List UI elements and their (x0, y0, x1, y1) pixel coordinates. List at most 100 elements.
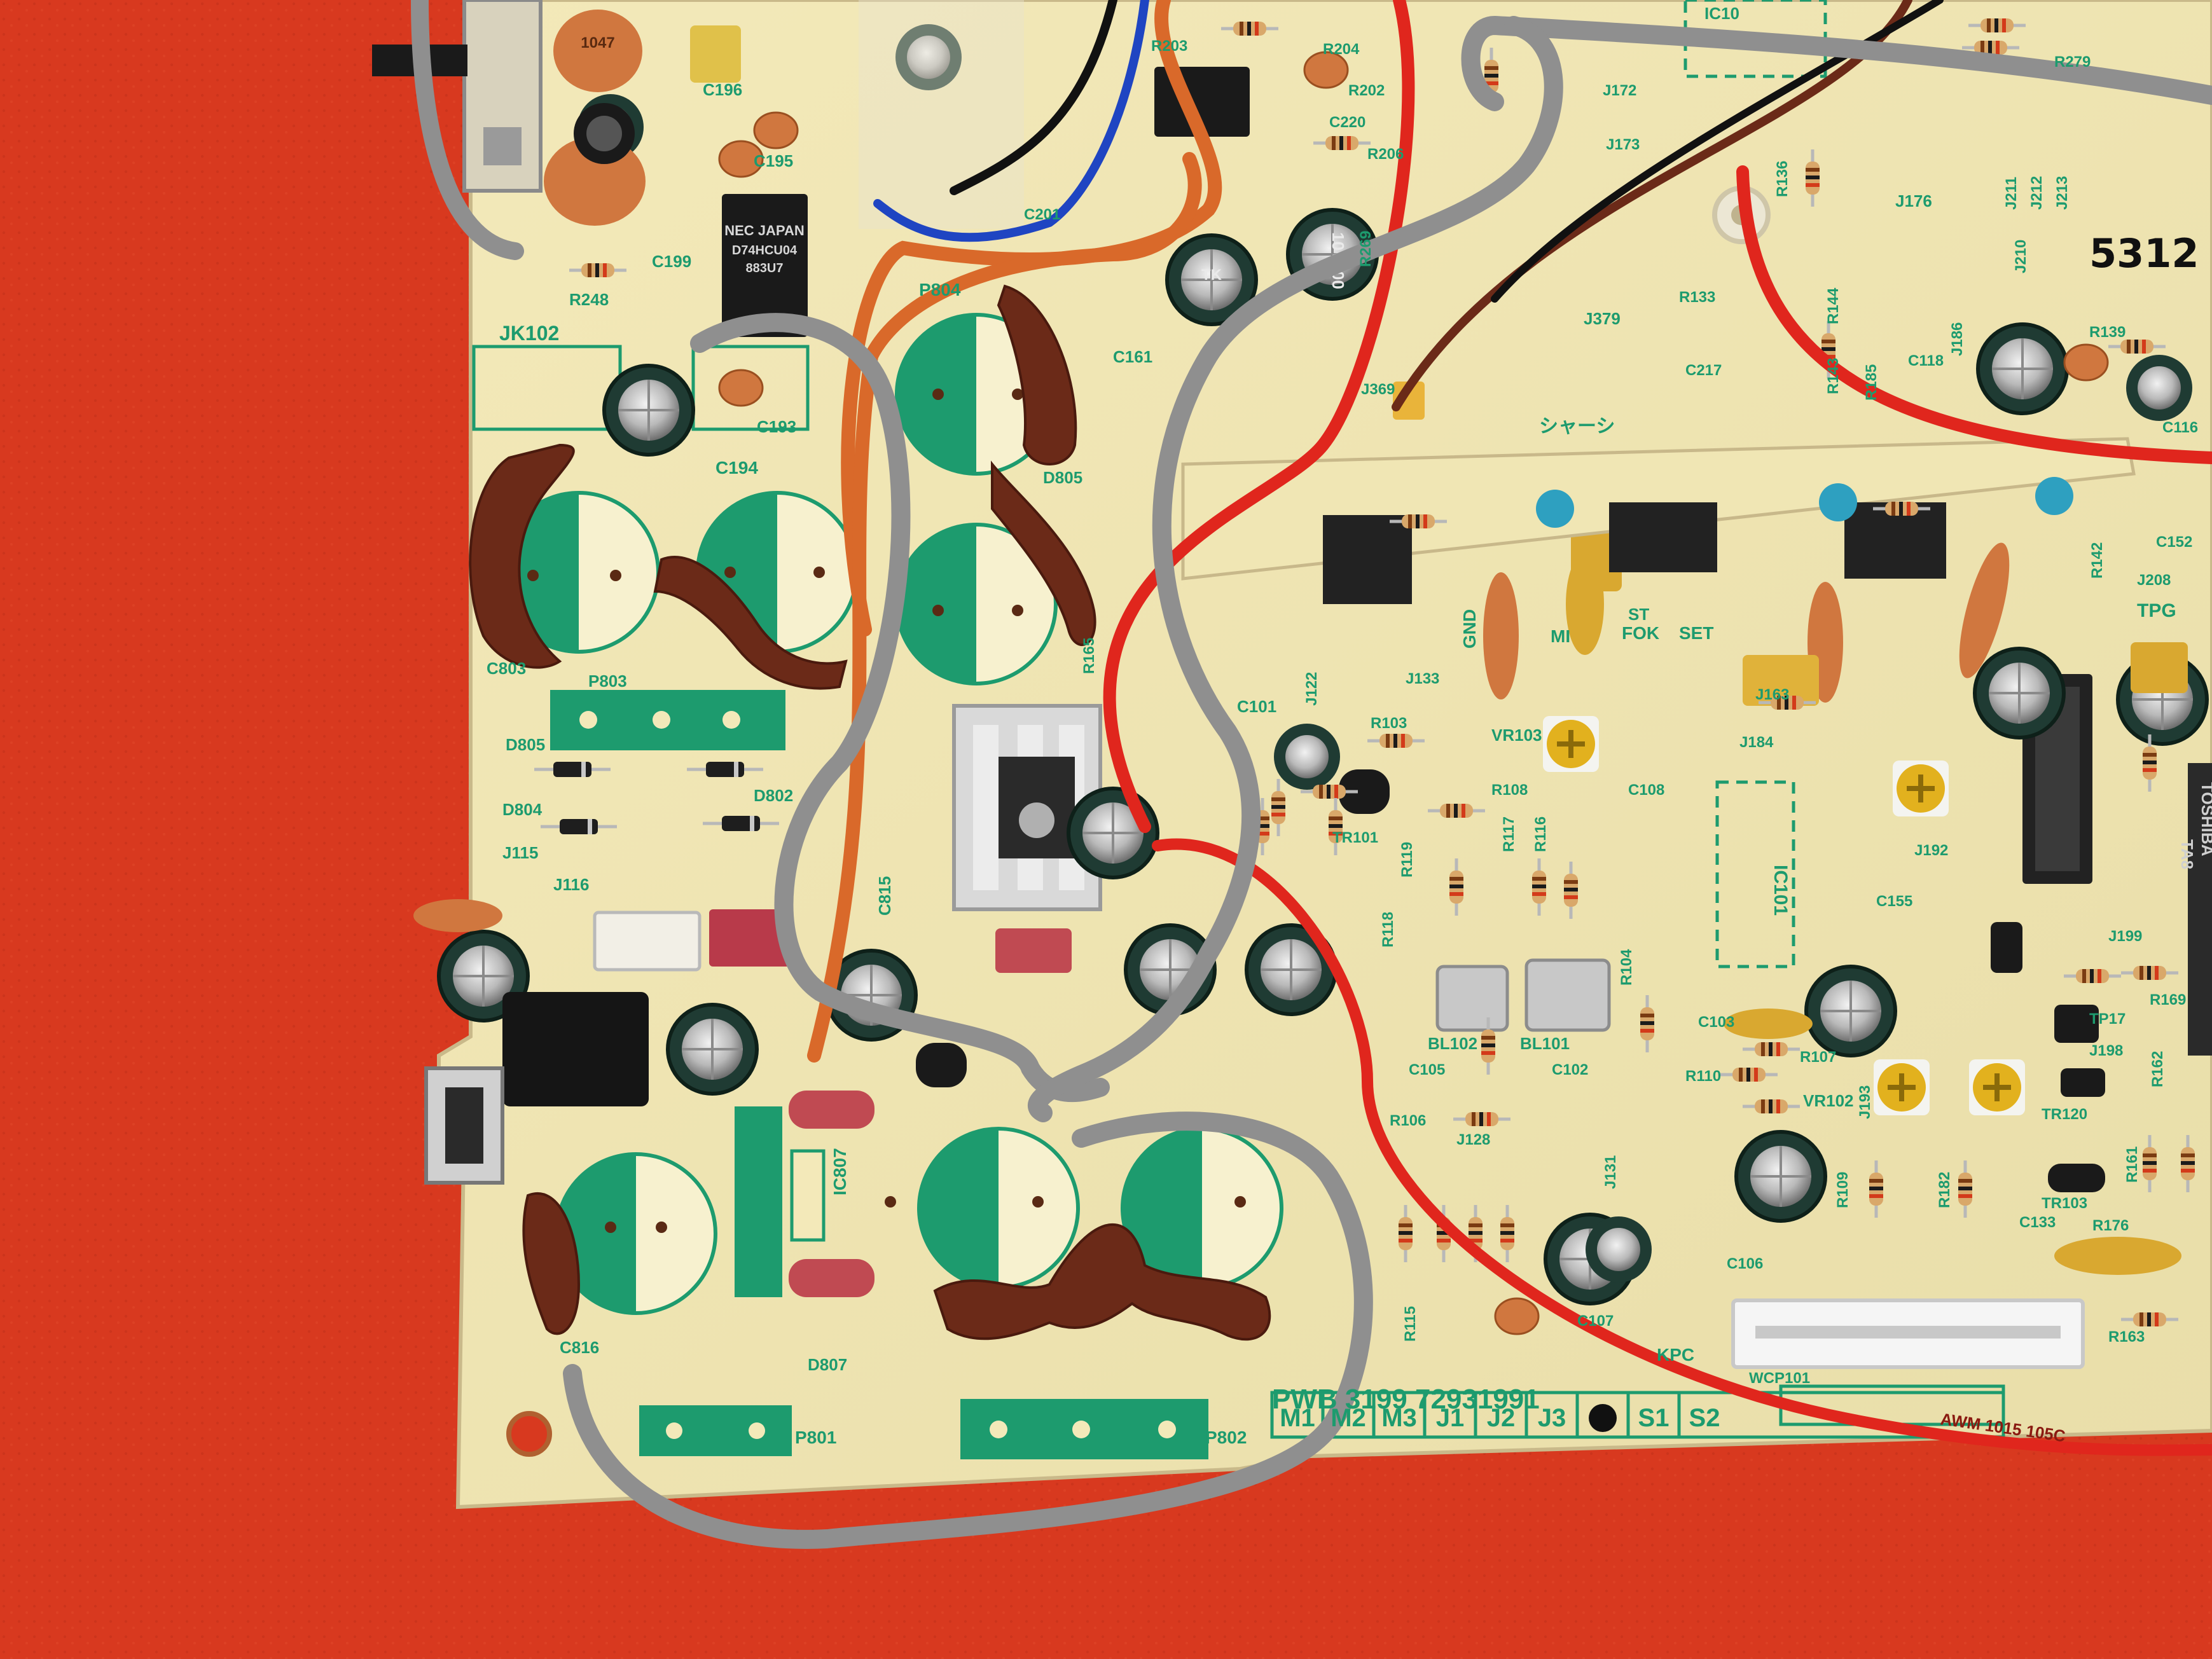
label-j213: J213 (2054, 176, 2071, 210)
label-c217: C217 (1685, 362, 1722, 379)
label-p801: P801 (795, 1428, 836, 1447)
label-ic101: IC101 (1770, 865, 1791, 916)
label-d807: D807 (808, 1355, 847, 1374)
jumper-row-labels: M1 M2 M3 J1 J2 J3 S1 S2 (1280, 1404, 1720, 1432)
label-j212: J212 (2028, 176, 2045, 210)
handwritten-number: 5312 (2089, 230, 2199, 277)
label-bl102: BL102 (1428, 1034, 1477, 1053)
label-c803: C803 (487, 659, 526, 678)
label-r136: R136 (1774, 161, 1791, 197)
daughter-st-label: ST (1628, 605, 1649, 624)
label-c196: C196 (703, 80, 742, 99)
jumper-m1: M1 (1280, 1404, 1315, 1432)
terminal-strips (550, 690, 1208, 1459)
label-r204: R204 (1323, 41, 1360, 58)
silkscreen-labels: JK102 C196 C195 C199 R248 C193 C194 C803… (487, 4, 2198, 1447)
daughter-set-label: SET (1679, 623, 1713, 643)
label-j172: J172 (1603, 82, 1636, 99)
label-r108: R108 (1491, 781, 1528, 799)
label-tr103: TR103 (2042, 1195, 2087, 1212)
label-c152: C152 (2156, 533, 2192, 551)
label-c118: C118 (1908, 352, 1944, 369)
jumper-j3: J3 (1538, 1404, 1566, 1432)
label-j116: J116 (553, 875, 589, 894)
label-r169: R169 (2150, 991, 2186, 1008)
label-r182: R182 (1936, 1172, 1953, 1208)
daughter-mi-label: MI (1551, 626, 1570, 646)
label-c195: C195 (754, 151, 793, 170)
label-c108: C108 (1628, 781, 1664, 799)
label-d805b: D805 (1043, 468, 1082, 487)
label-r119: R119 (1399, 842, 1416, 878)
label-c106: C106 (1727, 1255, 1763, 1272)
daughter-gnd-label: GND (1460, 609, 1479, 649)
label-r162: R162 (2149, 1051, 2166, 1087)
label-c161: C161 (1113, 347, 1152, 366)
label-j184: J184 (1739, 734, 1774, 751)
label-j131: J131 (1602, 1155, 1619, 1189)
label-r163: R163 (2108, 1328, 2145, 1346)
label-r106: R106 (1390, 1112, 1426, 1129)
label-j379: J379 (1584, 309, 1621, 328)
mounting-hole (506, 1411, 552, 1457)
label-j186: J186 (1949, 322, 1966, 356)
slide-switch (372, 0, 1024, 229)
jumper-j1: J1 (1436, 1404, 1465, 1432)
label-r107: R107 (1800, 1049, 1836, 1066)
label-j124: J122 (1303, 672, 1320, 706)
label-p804: P804 (919, 280, 961, 299)
label-j211: J211 (2003, 177, 2020, 210)
label-r202: R202 (1348, 82, 1385, 99)
label-r133: R133 (1679, 289, 1715, 306)
ceramic-capacitors: 1047 (413, 10, 2188, 1335)
connectors (593, 382, 2085, 1369)
transistors (916, 769, 2105, 1192)
cap-tk-mark: TK (1201, 266, 1222, 284)
label-c816: C816 (560, 1338, 599, 1357)
label-c199: C199 (652, 252, 691, 271)
label-j198: J198 (2089, 1042, 2123, 1059)
label-j192: J192 (1914, 842, 1948, 859)
label-vr103: VR103 (1491, 726, 1542, 745)
jumper-s1: S1 (1638, 1404, 1669, 1432)
label-r143: R143 (1825, 358, 1842, 394)
label-j199: J199 (2108, 928, 2142, 945)
label-r279: R279 (2054, 53, 2091, 71)
label-r110: R110 (1685, 1068, 1721, 1085)
ic-nec-label: NEC JAPAN (724, 223, 805, 238)
label-r117: R117 (1500, 816, 1517, 852)
glue-blobs (469, 284, 1271, 1341)
label-chassis-jp: シャーシ (1539, 416, 1615, 437)
jumper-j2: J2 (1487, 1404, 1516, 1432)
shield-cans (1435, 958, 1611, 1032)
label-r176: R176 (2092, 1217, 2129, 1234)
label-j133: J133 (1406, 670, 1439, 687)
label-c102: C102 (1552, 1061, 1588, 1078)
label-tp17: TP17 (2089, 1010, 2126, 1028)
label-j210: J210 (2012, 240, 2029, 273)
jumper-s2: S2 (1689, 1404, 1720, 1432)
jumper-m3: M3 (1381, 1404, 1417, 1432)
label-d804: D804 (502, 800, 543, 819)
ceramic-1047-mark: 1047 (581, 34, 614, 52)
label-r103: R103 (1371, 715, 1407, 732)
label-j122: R165 (1081, 638, 1098, 674)
label-r269: R269 (1357, 231, 1374, 267)
label-c133: C133 (2019, 1214, 2056, 1231)
label-c103: C103 (1698, 1014, 1734, 1031)
label-c201: C201 (1024, 206, 1060, 223)
jumper-m2: M2 (1331, 1404, 1366, 1432)
label-r185: R185 (1863, 364, 1880, 401)
label-c101: C101 (1237, 697, 1276, 716)
toshiba-label: TOSHIBA (2198, 782, 2212, 857)
label-c220: C220 (1329, 114, 1365, 131)
label-r144: R144 (1825, 287, 1842, 324)
label-c105: C105 (1409, 1061, 1445, 1078)
label-r115: R115 (1402, 1306, 1419, 1342)
label-r248: R248 (569, 290, 609, 309)
label-tr101: TR101 (1332, 829, 1378, 846)
label-r104: R104 (1618, 949, 1635, 986)
label-r118: R118 (1379, 912, 1397, 947)
label-c194: C194 (715, 458, 758, 478)
